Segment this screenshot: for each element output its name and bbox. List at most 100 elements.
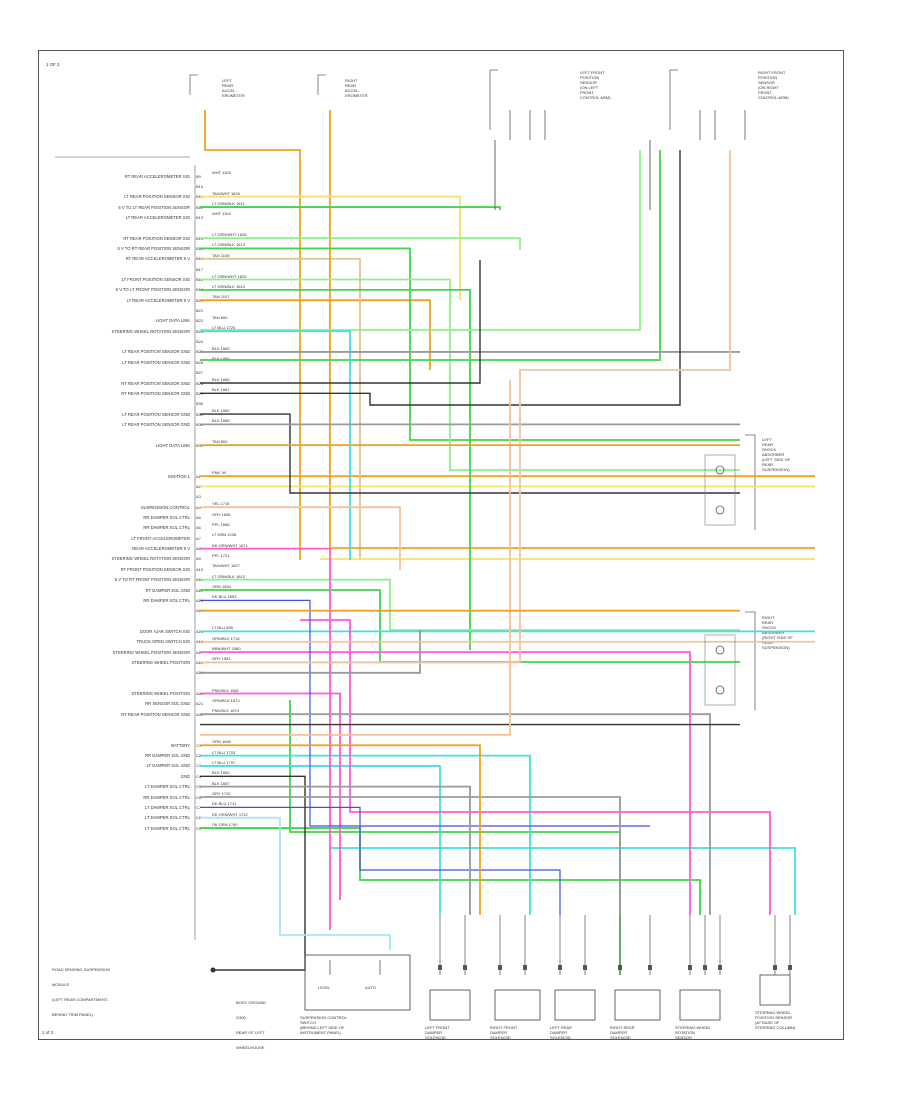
wire-code: YEL 1715	[212, 501, 230, 507]
component-label-line: (AT BASE OF	[755, 1020, 780, 1025]
component-label-line: SOLENOID	[550, 1035, 571, 1040]
component-label-line: CONTROL ARM)	[580, 95, 611, 100]
body-ground-label: BODY GROUND G300 REAR OF LEFT WHEELHOUSE	[236, 1000, 267, 1050]
bottom-component-box	[554, 989, 596, 1021]
pin-number: B12	[196, 204, 204, 210]
component-label-line: SWITCH	[300, 1020, 316, 1025]
diagram-frame	[38, 50, 844, 1040]
wire-code: TAN 1108	[212, 252, 230, 258]
wire-code: LT GRN/WHT 1628	[212, 232, 247, 238]
wire-gray	[200, 713, 711, 915]
pin-number: A22	[196, 711, 204, 717]
wire-yellow	[200, 195, 461, 300]
pin-number: C2	[196, 753, 202, 759]
terminal-pin	[498, 965, 502, 970]
component-label-line: SHOCK	[762, 447, 777, 452]
pin-label: RT DAMPER SOL GND	[145, 587, 190, 593]
pin-label: LT REAR ACCELEROMETER SIG	[125, 214, 190, 220]
wire-green	[200, 288, 471, 650]
wire-peach	[200, 380, 511, 736]
pin-label: RT REAR POSITION SENSOR GND	[121, 390, 190, 396]
component-label-line: STEERING WHEEL	[755, 1010, 791, 1015]
component-label-line: ABSORBER	[762, 452, 785, 457]
wire-code: ORN 1640	[212, 739, 231, 745]
pin-number: A11	[196, 577, 203, 583]
wire-code: ORN/BLK 1673	[212, 697, 240, 703]
pin-label: LT REAR POSITION SENSOR GND	[122, 349, 190, 355]
wire-code: DK GRN 1740	[212, 822, 238, 828]
pin-number: A16	[196, 639, 204, 645]
wire-code: GRY 1710	[212, 791, 231, 796]
connector-bracket	[669, 69, 678, 130]
wire-peach	[200, 506, 401, 570]
wire-code: PPL 1721	[212, 552, 230, 558]
terminal-pin	[558, 965, 562, 970]
component-label-line: RIGHT	[762, 615, 775, 620]
wire-code: LT GRN 1106	[212, 532, 237, 538]
pin-label: 5 V TO RT REAR POSITION SENSOR	[117, 245, 190, 251]
component-label-line: LEFT FRONT	[580, 70, 605, 75]
wire-code: DK BLU 1711	[212, 801, 237, 807]
wire-cyan	[330, 847, 796, 915]
component-label-line: DAMPER	[490, 1030, 508, 1035]
pin-number: A12	[196, 587, 204, 593]
wire-blue	[200, 806, 561, 915]
pin-number: C7	[196, 804, 202, 810]
component-label-line: LEFT	[222, 78, 232, 83]
component-label-line: REAR	[762, 442, 774, 447]
shock-sensor-coil	[715, 685, 725, 695]
wire-orange	[200, 299, 431, 370]
pin-label: RR DAMPER SOL GND	[145, 753, 190, 759]
component-label-line: DAMPER	[550, 1030, 568, 1035]
component-label-line: REAR	[762, 462, 774, 467]
pin-number: A8	[196, 546, 201, 552]
wire-code: DK BLU 1653	[212, 594, 237, 600]
pin-label: IGNITION 1	[167, 473, 190, 479]
pin-number: B17	[196, 266, 204, 272]
pin-label: LT REAR ACCELEROMETER 5 V	[126, 297, 190, 303]
pin-label: RR DAMPER SOL CTRL	[143, 525, 190, 531]
wire-code: PNK 39	[212, 470, 226, 476]
pin-number: C5	[196, 784, 202, 790]
connector-bracket	[189, 74, 198, 95]
component-label-line: AUTO	[365, 985, 377, 990]
pin-number: A6	[196, 525, 201, 531]
component-label-line: REAR	[762, 620, 774, 625]
wire-code: LT GRN/BLK 1611	[212, 201, 245, 207]
pin-label: 5 V TO LT REAR POSITION SENSOR	[118, 204, 190, 210]
pin-label: DOOR AJAR SWITCH SIG	[139, 628, 190, 634]
pin-number: A21	[196, 701, 204, 707]
terminal-pin	[718, 965, 722, 970]
module-location-note: ROAD SENSING SUSPENSION MODULE (LEFT REA…	[52, 967, 111, 1017]
wire-code: LT BLU 1720	[212, 325, 236, 331]
pin-label: TRUCK OPEN SWITCH SIG	[136, 639, 190, 645]
shock-sensor-box	[704, 454, 736, 526]
component-label-line: ACCEL-	[222, 88, 237, 93]
wire-black	[200, 775, 306, 971]
pin-number: B30	[196, 401, 204, 407]
pin-number: B31	[196, 411, 204, 417]
wire-code: TAN/WHT 1626	[212, 190, 240, 196]
component-label-line: STEERING COLUMN)	[755, 1025, 796, 1030]
pin-number: A3	[196, 494, 201, 500]
wire-code: PNK/BLK 1582	[212, 687, 239, 693]
wire-green	[200, 150, 661, 361]
wire-code: WHT 1105	[212, 170, 231, 175]
pin-number: B28	[196, 380, 204, 386]
component-label-line: SENSOR	[675, 1035, 692, 1040]
wire-code: LT BLU 1707	[212, 759, 236, 765]
bottom-component-box	[304, 954, 411, 1011]
pin-number: B26	[196, 359, 204, 365]
component-label-line: RIGHT	[345, 78, 358, 83]
component-label-line: POSITION	[580, 75, 600, 80]
component-label-line: SOLENOID	[490, 1035, 511, 1040]
wire-code: TAN 800	[212, 439, 228, 445]
pin-number: B25	[196, 349, 204, 355]
wire-orange	[329, 110, 815, 549]
